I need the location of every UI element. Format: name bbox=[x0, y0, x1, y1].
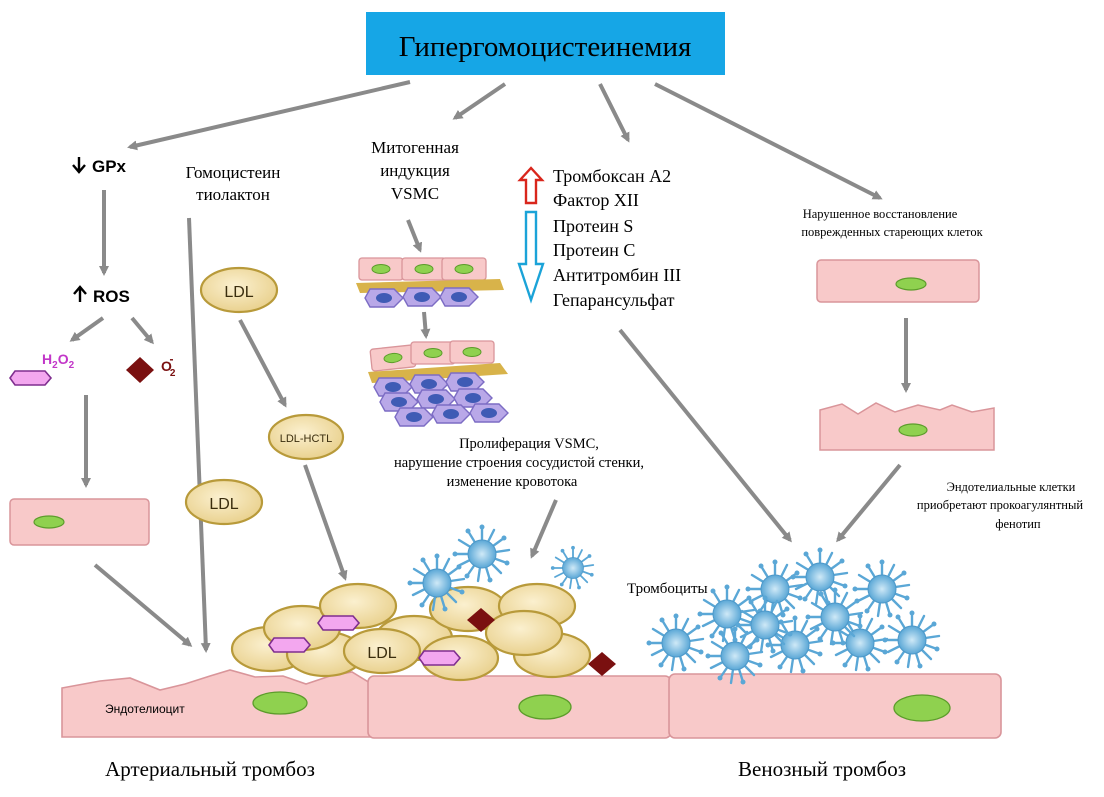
arrow-left-cell-to-thrombus bbox=[93, 563, 193, 647]
ros-label: ROS bbox=[93, 287, 130, 306]
procoag-line3: фенотип bbox=[995, 517, 1041, 531]
arrow-hctl-to-thrombus bbox=[303, 464, 348, 581]
arrow-thiolactone-down bbox=[187, 217, 211, 653]
thiolactone-line2: тиолактон bbox=[196, 185, 270, 204]
right-damaged-cell bbox=[819, 402, 995, 451]
arterial-thrombosis-label: Артериальный тромбоз bbox=[105, 757, 315, 781]
thiolactone-line1: Гомоцистеин bbox=[186, 163, 281, 182]
repair-line1: Нарушенное восстановление bbox=[803, 207, 958, 221]
mitogen-line3: VSMC bbox=[391, 184, 439, 203]
title-box bbox=[366, 12, 725, 75]
arrow-to-gpx bbox=[127, 80, 411, 151]
mitogen-line1: Митогенная bbox=[371, 138, 459, 157]
procoag-line2: приобретают прокоагулянтный bbox=[917, 498, 1083, 512]
prolif-line2: нарушение строения сосудистой стенки, bbox=[394, 455, 644, 471]
h2o2-label: H2O2 bbox=[42, 351, 75, 371]
left-endothelial-cell bbox=[9, 498, 150, 546]
superoxide-diamond-icon bbox=[126, 357, 154, 383]
down-arrow-icon bbox=[517, 210, 545, 304]
arrow-prolif-to-thrombus bbox=[530, 499, 558, 559]
ldl-label-thrombus: LDL bbox=[367, 645, 396, 662]
ldl-hctl-label: LDL-HCTL bbox=[280, 433, 333, 445]
venous-thrombosis-label: Венозный тромбоз bbox=[738, 757, 906, 781]
factor-up-2: Фактор XII bbox=[553, 190, 639, 210]
ldl-hctl: LDL-HCTL bbox=[267, 413, 345, 461]
up-arrow-icon bbox=[517, 166, 545, 205]
factor-down-2: Протеин C bbox=[553, 240, 635, 260]
arrow-ldl-to-hctl bbox=[238, 319, 287, 408]
endothelium-venous bbox=[668, 673, 1002, 739]
factor-down-4: Гепарансульфат bbox=[553, 290, 675, 310]
mitogen-line2: индукция bbox=[380, 161, 450, 180]
platelets-venous bbox=[645, 546, 941, 686]
endothelium-arterial bbox=[61, 669, 371, 738]
prolif-line1: Пролиферация VSMC, bbox=[459, 436, 599, 452]
arterial-thrombus: LDL bbox=[230, 582, 616, 682]
ldl-label-top: LDL bbox=[224, 284, 253, 301]
ldl-middle: LDL bbox=[184, 478, 264, 526]
h2o2-molecule-icon bbox=[9, 370, 52, 386]
endotheliocyte-label: Эндотелиоцит bbox=[105, 702, 185, 716]
arrow-mitogen-to-wall bbox=[406, 219, 423, 253]
arrow-to-repair bbox=[654, 82, 883, 200]
arrow-to-factors bbox=[598, 83, 630, 143]
factor-up-1: Тромбоксан A2 bbox=[553, 166, 671, 186]
ros-label-group: ROS bbox=[73, 285, 130, 306]
gpx-label: GPx bbox=[92, 157, 127, 176]
factor-down-3: Антитромбин III bbox=[553, 265, 681, 285]
vessel-wall-normal bbox=[356, 257, 504, 308]
ldl-top: LDL bbox=[199, 266, 279, 314]
procoag-line1: Эндотелиальные клетки bbox=[947, 480, 1076, 494]
repair-line2: поврежденных стареющих клеток bbox=[801, 225, 983, 239]
right-healthy-cell bbox=[816, 259, 980, 303]
arrow-to-mitogen bbox=[452, 82, 507, 120]
endothelium-middle bbox=[367, 675, 672, 739]
ldl-thrombus: LDL bbox=[342, 627, 422, 675]
arrow-wall-to-proliferation bbox=[420, 311, 431, 339]
ros-arrows bbox=[69, 316, 154, 345]
arrow-damaged-to-venous bbox=[836, 463, 902, 543]
o2-label: O2- bbox=[161, 352, 176, 379]
up-arrow-icon bbox=[73, 285, 87, 302]
page-title: Гипергомоцистеинемия bbox=[399, 31, 692, 63]
prolif-line3: изменение кровотока bbox=[447, 474, 578, 490]
ldl-label-middle: LDL bbox=[209, 496, 238, 513]
arrow-factors-to-venous bbox=[618, 328, 792, 543]
platelets-label: Тромбоциты bbox=[627, 581, 708, 597]
vessel-wall-proliferated bbox=[368, 340, 509, 427]
title-arrows bbox=[127, 80, 883, 200]
down-arrow-icon bbox=[72, 157, 86, 174]
factor-down-1: Протеин S bbox=[553, 216, 633, 236]
gpx-label-group: GPx bbox=[72, 157, 127, 176]
